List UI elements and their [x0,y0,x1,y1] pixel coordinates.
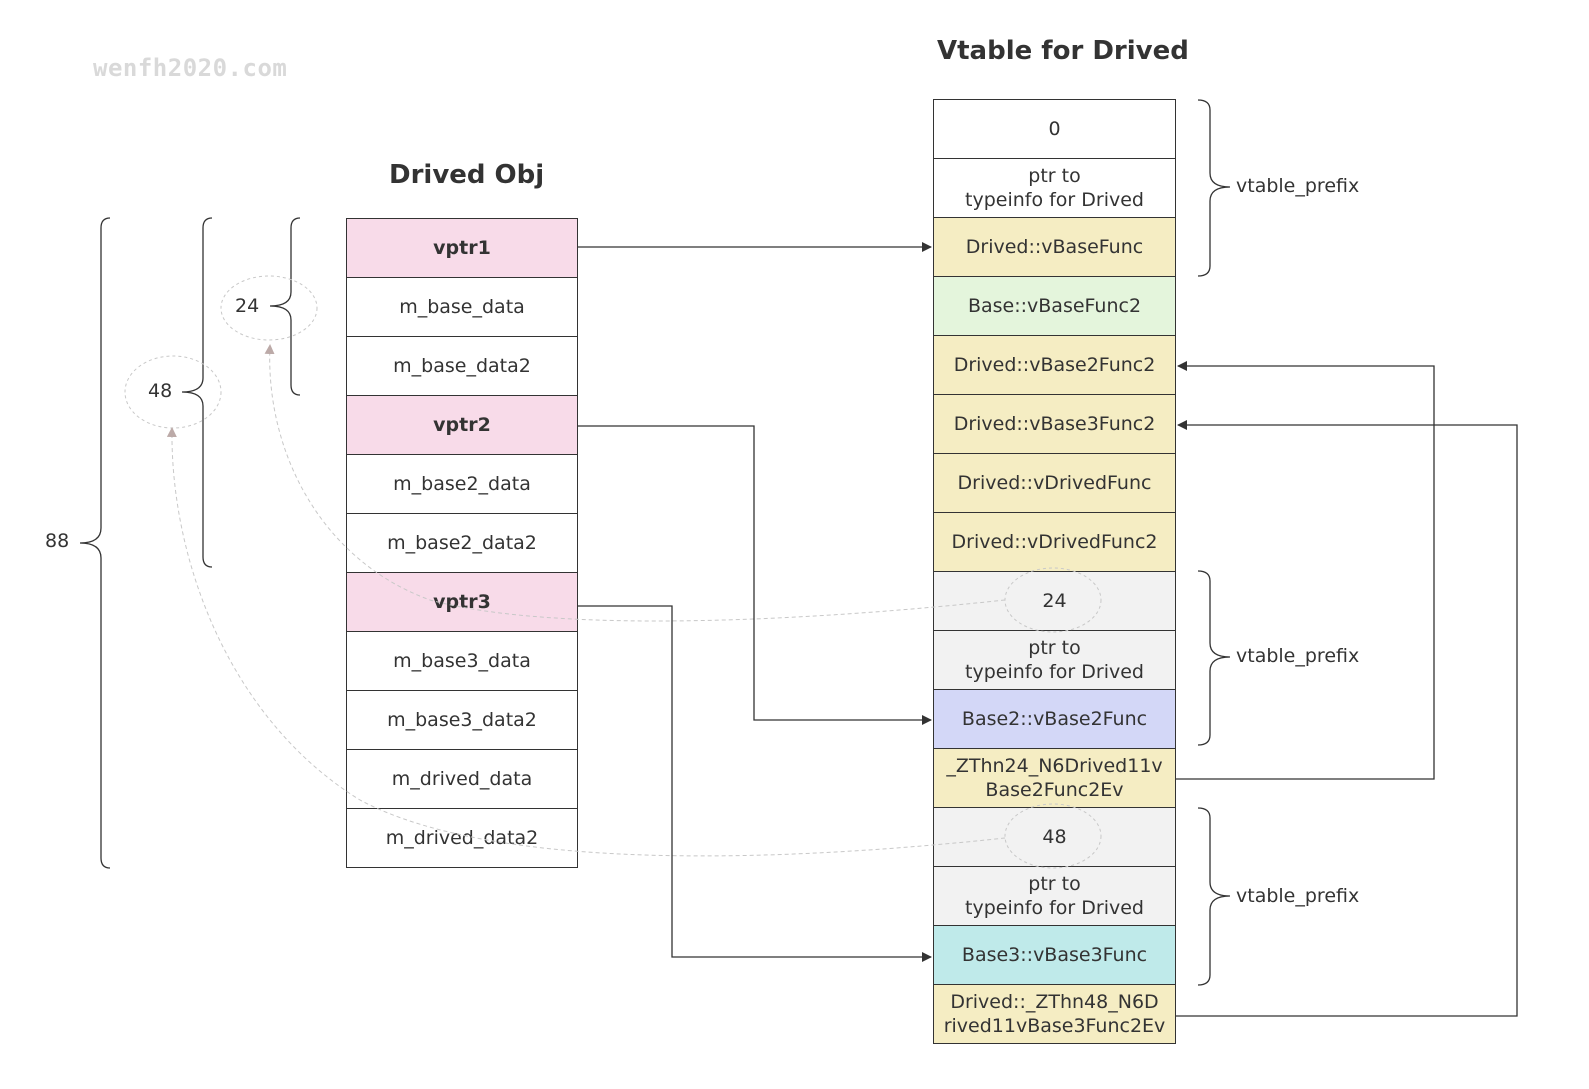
obj-row-vptr2: vptr2 [346,395,578,455]
vtable-row-1: ptr to typeinfo for Drived [933,158,1176,218]
vtable-row-13: ptr to typeinfo for Drived [933,866,1176,926]
vtable-row-10: Base2::vBase2Func [933,689,1176,749]
vtable-row-8: 24 [933,571,1176,631]
obj-row-m-base-data2: m_base_data2 [346,336,578,396]
ellipse-24-left [220,275,318,341]
vtable-prefix-label-2: vtable_prefix [1236,645,1360,667]
vtable-row-15: Drived::_ZThn48_N6D rived11vBase3Func2Ev [933,984,1176,1044]
offset-48-reference-curve [166,427,1006,857]
brace-48 [181,217,213,568]
vtable-prefix-label-3: vtable_prefix [1236,885,1360,907]
vtable-title: Vtable for Drived [937,36,1189,66]
ellipse-48-vtable [1004,803,1102,869]
arrow-thunk24 [1176,361,1435,780]
ellipse-24-vtable [1004,567,1102,633]
watermark-text: wenfh2020.com [93,54,288,82]
obj-row-m-base-data: m_base_data [346,277,578,337]
object-size-88-label: 88 [45,530,70,552]
vtable-row-6: Drived::vDrivedFunc [933,453,1176,513]
vtable-row-12: 48 [933,807,1176,867]
brace-prefix-3 [1197,807,1231,986]
obj-row-m-base2-data: m_base2_data [346,454,578,514]
brace-24 [269,217,301,396]
obj-row-m-drived-data2: m_drived_data2 [346,808,578,868]
vtable-row-14: Base3::vBase3Func [933,925,1176,985]
obj-row-m-drived-data: m_drived_data [346,749,578,809]
arrow-vptr2 [577,425,932,725]
brace-prefix-2 [1197,570,1231,746]
drived-obj-title: Drived Obj [389,160,545,190]
vtable-row-3: Base::vBaseFunc2 [933,276,1176,336]
obj-row-vptr3: vptr3 [346,572,578,632]
vtable-row-7: Drived::vDrivedFunc2 [933,512,1176,572]
offset-48-label: 48 [148,380,173,402]
arrow-vptr3 [577,605,932,962]
arrow-thunk48 [1176,420,1518,1017]
brace-88 [79,217,111,869]
offset-24-reference-curve [264,344,1006,622]
vtable-row-9: ptr to typeinfo for Drived [933,630,1176,690]
ellipse-48-left [124,355,222,429]
vtable-row-11: _ZThn24_N6Drived11v Base2Func2Ev [933,748,1176,808]
vtable-row-5: Drived::vBase3Func2 [933,394,1176,454]
offset-24-label: 24 [235,295,260,317]
vtable-prefix-label-1: vtable_prefix [1236,175,1360,197]
brace-prefix-1 [1197,99,1231,277]
obj-row-m-base3-data: m_base3_data [346,631,578,691]
obj-row-m-base3-data2: m_base3_data2 [346,690,578,750]
obj-row-m-base2-data2: m_base2_data2 [346,513,578,573]
vtable-row-0: 0 [933,99,1176,159]
vtable-row-2: Drived::vBaseFunc [933,217,1176,277]
